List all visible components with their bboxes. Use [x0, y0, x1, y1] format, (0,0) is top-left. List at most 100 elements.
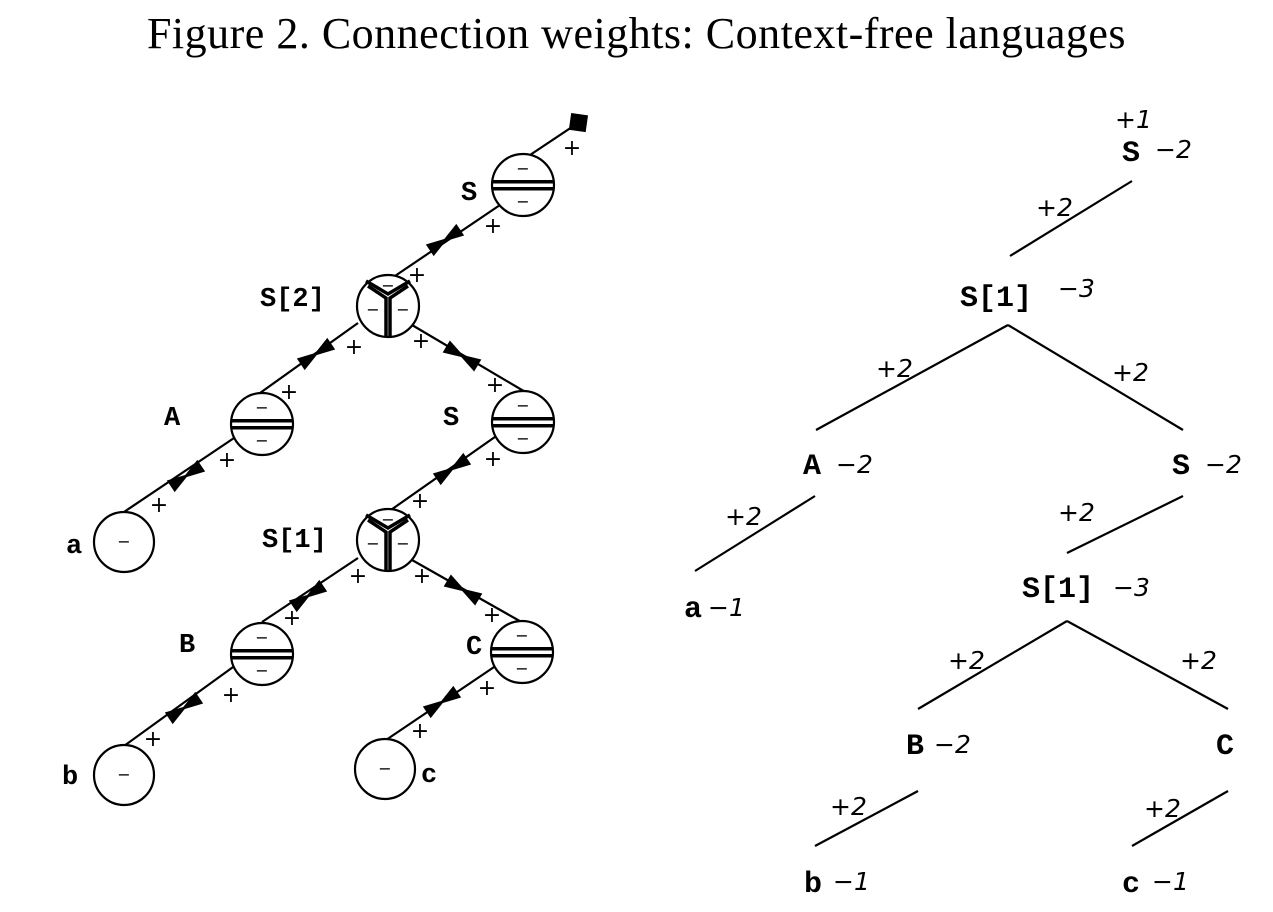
network-node-b: − [92, 743, 156, 807]
edge-plus-sign: + [478, 676, 496, 701]
network-nodes: −−−−−−−−−−−−−−−−−−− [92, 152, 556, 807]
node-minus: − [396, 300, 409, 319]
tree-node-label-S: S [1122, 137, 1140, 171]
node-label-S-top: S [461, 179, 477, 209]
arrowhead-icon [443, 574, 467, 593]
node-divider [231, 656, 293, 660]
tree-edge-weight: +2 [830, 792, 867, 821]
node-label-S1: S[1] [262, 526, 327, 556]
node-divider [367, 284, 409, 336]
tree-edge-S1b-C [1066, 620, 1229, 710]
tree-node-label-B: B [906, 730, 924, 764]
arrowhead-icon [304, 579, 328, 599]
node-circle [92, 743, 156, 807]
edge-A-a [123, 433, 241, 513]
arrowhead-icon [166, 473, 190, 493]
input-square-icon [568, 112, 589, 133]
edge-B-b [123, 661, 241, 747]
node-divider [231, 649, 293, 653]
node-divider [367, 518, 409, 570]
node-minus: − [255, 431, 268, 450]
arrowhead-icon [288, 593, 312, 613]
node-divider [492, 417, 554, 421]
node-circle [353, 737, 417, 801]
plus-signs: +++++++++++++++++++ [144, 136, 581, 752]
node-minus: − [366, 534, 379, 553]
network-node-A: −− [229, 391, 295, 457]
network-node-c: − [353, 737, 417, 801]
edge-plus-sign: + [280, 380, 298, 405]
node-label-S-mid: S [443, 404, 459, 434]
tree-edges [694, 180, 1229, 847]
node-minus: − [381, 510, 394, 529]
node-divider [231, 419, 293, 423]
tree-node-weight-a: −1 [708, 593, 745, 622]
node-minus: − [515, 626, 528, 645]
network-node-B: −− [229, 621, 295, 687]
tree-edge-S-S1b [1066, 495, 1184, 554]
node-minus: − [255, 398, 268, 417]
node-label-a: a [66, 532, 82, 562]
tree-node-weight-S1: −3 [1058, 274, 1095, 303]
node-divider [492, 187, 554, 191]
edge-S-S2 [391, 204, 501, 279]
tree-edge-S1-A [815, 324, 1009, 431]
arrowhead-icon [458, 353, 482, 372]
node-label-c: c [421, 761, 437, 791]
edge-S1-B [261, 557, 359, 623]
node-minus: − [516, 396, 529, 415]
node-divider [231, 426, 293, 430]
tree-edge-weight: +2 [948, 646, 985, 675]
edge-plus-sign: + [144, 727, 162, 752]
network-node-S2: −−− [355, 273, 421, 339]
tree-edge-weight: +2 [1144, 794, 1181, 823]
tree-edge-weight: +2 [1058, 498, 1095, 527]
network-node-S1: −−− [355, 507, 421, 573]
node-label-C: C [466, 633, 482, 663]
tree-edge-C-c [1131, 790, 1229, 847]
node-minus: − [516, 159, 529, 178]
arrowhead-icon [425, 237, 449, 257]
edge-plus-sign: + [349, 564, 367, 589]
node-divider [365, 513, 411, 531]
node-minus: − [381, 276, 394, 295]
tree-node-label-S1: S[1] [960, 282, 1032, 316]
tree-node-label-S1b: S[1] [1022, 573, 1094, 607]
arrowhead-icon [448, 452, 472, 472]
node-divider [491, 654, 553, 658]
arrowhead-icon [422, 699, 446, 719]
network-node-a: − [92, 510, 156, 574]
edge-plus-sign: + [563, 136, 581, 161]
edge-plus-sign: + [486, 373, 504, 398]
edge-plus-sign: + [411, 489, 429, 514]
tree-node-label-S-right: S [1172, 450, 1190, 484]
arrowhead-icon [312, 337, 336, 357]
node-label-b: b [62, 763, 78, 793]
edge-plus-sign: + [484, 214, 502, 239]
node-divider [491, 647, 553, 651]
figure-title: Figure 2. Connection weights: Context-fr… [146, 9, 1127, 58]
edge-plus-sign: + [283, 606, 301, 631]
node-divider [365, 279, 411, 297]
tree-edge-weight: +2 [876, 354, 913, 383]
tree-edge-S-S1 [1009, 180, 1133, 257]
tree-node-weight-S: −2 [1155, 135, 1192, 164]
arrowhead-icon [438, 685, 462, 705]
arrowhead-icon [459, 587, 483, 606]
arrowhead-icon [182, 459, 206, 479]
tree-edge-S1b-B [917, 620, 1068, 710]
arrowhead-icon [442, 340, 466, 359]
node-minus: − [255, 628, 268, 647]
network-node-S_mid: −− [490, 389, 556, 455]
node-minus: − [117, 532, 130, 551]
node-divider [492, 424, 554, 428]
edge-plus-sign: + [345, 335, 363, 360]
edge-plus-sign: + [150, 493, 168, 518]
node-circle [92, 510, 156, 574]
tree-node-label-A: A [803, 450, 821, 484]
node-minus: − [366, 300, 379, 319]
edge-plus-sign: + [413, 564, 431, 589]
edge-plus-sign: + [483, 603, 501, 628]
node-label-S2: S[2] [260, 285, 325, 315]
tree-node-label-C: C [1216, 730, 1234, 764]
